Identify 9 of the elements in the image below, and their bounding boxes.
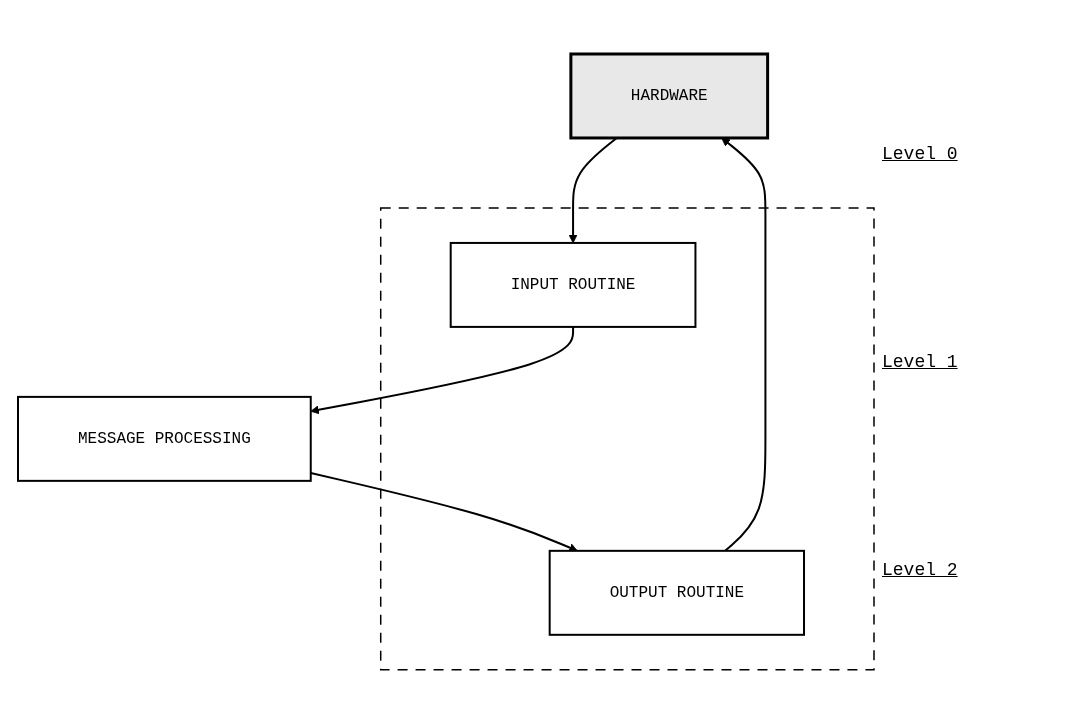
node-box: INPUT ROUTINE xyxy=(449,242,697,328)
level-label: Level 2 xyxy=(882,560,959,580)
cluster xyxy=(379,207,875,671)
node-box: MESSAGE PROCESSING xyxy=(17,396,312,482)
node-box: OUTPUT ROUTINE xyxy=(548,549,805,636)
arrow xyxy=(310,326,575,415)
level-label: Level 1 xyxy=(882,352,959,372)
node-box: HARDWARE xyxy=(569,52,770,140)
level-label: Level 0 xyxy=(882,144,959,164)
